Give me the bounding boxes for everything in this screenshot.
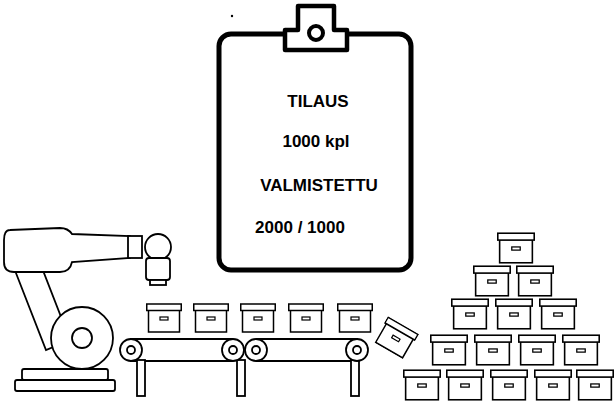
count-value: 2000 / 1000 — [255, 218, 345, 238]
count-value: 1000 kpl — [282, 132, 349, 152]
made-heading: VALMISTETTU — [260, 176, 378, 196]
clipboard-sheet: TILAUS 1000 kplVALMISTETTU 2000 / 1000 — [224, 60, 406, 265]
order-heading: TILAUS — [287, 92, 348, 112]
clipboard — [219, 6, 411, 270]
conveyor-boxes — [147, 304, 418, 359]
conveyor — [120, 339, 368, 396]
robot-arm — [4, 228, 171, 391]
box-pile — [404, 233, 613, 400]
